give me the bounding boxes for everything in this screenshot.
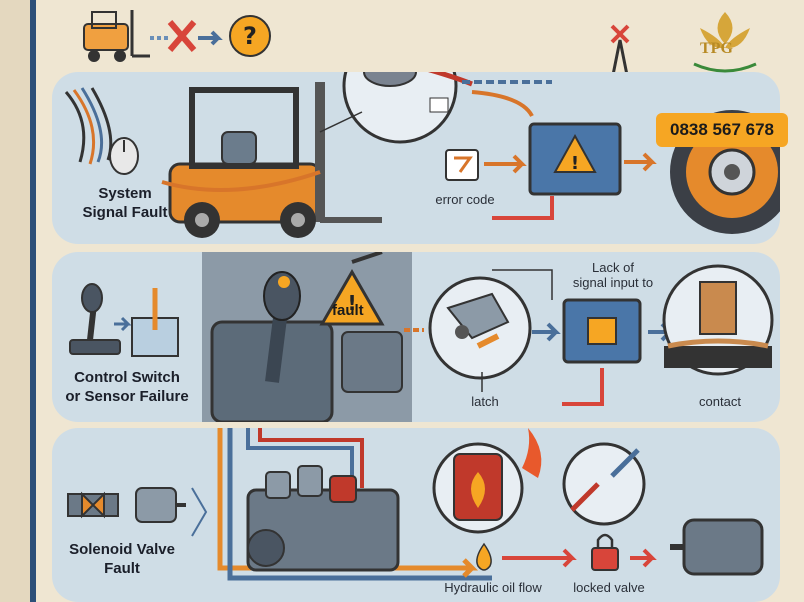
latch-caption: latch — [471, 394, 499, 409]
tpg-logo-mark — [693, 12, 757, 73]
lock-icon — [591, 533, 619, 571]
section2-title-line2: or Sensor Failure — [65, 388, 189, 405]
signal-caption-line2: signal input to — [572, 275, 654, 290]
forklift-mini-icon — [83, 10, 150, 62]
broken-connector-icon — [562, 442, 646, 526]
burning-coil-icon — [432, 428, 542, 534]
tpg-logo-text: TPG — [700, 40, 733, 57]
circuit-board-icon: ! — [528, 122, 622, 196]
valve-block-icon — [246, 465, 400, 572]
mouse-device-icon — [109, 137, 139, 175]
section3-title-line1: Solenoid Valve — [69, 541, 175, 558]
section1-title-line2: Signal Fault — [82, 204, 168, 221]
motor-mini-icon — [135, 487, 186, 523]
sensor-board-icon — [562, 298, 642, 364]
top-strip: ? — [83, 10, 630, 72]
phone-number-badge[interactable]: 0838 567 678 — [656, 113, 788, 147]
control-console-icon — [202, 252, 412, 422]
red-cross-icon — [167, 20, 197, 52]
valve-symbol-icon — [67, 491, 119, 519]
rat-zoom-icon — [342, 72, 473, 144]
fault-warning-icon: ! — [319, 268, 385, 326]
sensor-probe-icon — [131, 288, 179, 357]
solenoid-valve-panel: Solenoid Valve Fault Hydraulic oil flow … — [52, 428, 780, 602]
solenoid-illustration — [67, 428, 764, 581]
svg-text:!: ! — [571, 153, 579, 174]
contact-zoom-icon — [662, 264, 774, 376]
svg-text:!: ! — [347, 291, 356, 315]
book-left-edge — [0, 0, 36, 602]
fault-label: fault — [332, 302, 364, 319]
control-switch-illustration: ! — [69, 252, 774, 422]
error-code-icon — [445, 149, 479, 181]
svg-text:?: ? — [243, 22, 257, 50]
question-icon: ? — [229, 15, 271, 57]
wires-icon — [64, 87, 113, 165]
forklift-icon — [161, 82, 382, 238]
oil-drop-icon — [476, 542, 492, 571]
section2-title-line1: Control Switch — [74, 369, 180, 386]
section1-title-line1: System — [98, 185, 152, 202]
latch-zoom-icon — [428, 276, 532, 380]
locked-valve-caption: locked valve — [573, 580, 645, 595]
electric-motor-icon — [670, 518, 764, 576]
signal-caption-line1: Lack of — [592, 260, 634, 275]
system-signal-fault-panel: ! System Signal Fault error code — [52, 72, 780, 244]
joystick-icon — [69, 283, 121, 355]
contact-caption: contact — [699, 394, 741, 409]
control-switch-panel: ! C — [52, 252, 780, 422]
oil-flow-caption: Hydraulic oil flow — [444, 580, 542, 595]
broken-antenna-icon — [610, 24, 630, 72]
section3-title-line2: Fault — [104, 560, 140, 577]
error-code-caption: error code — [435, 192, 495, 207]
